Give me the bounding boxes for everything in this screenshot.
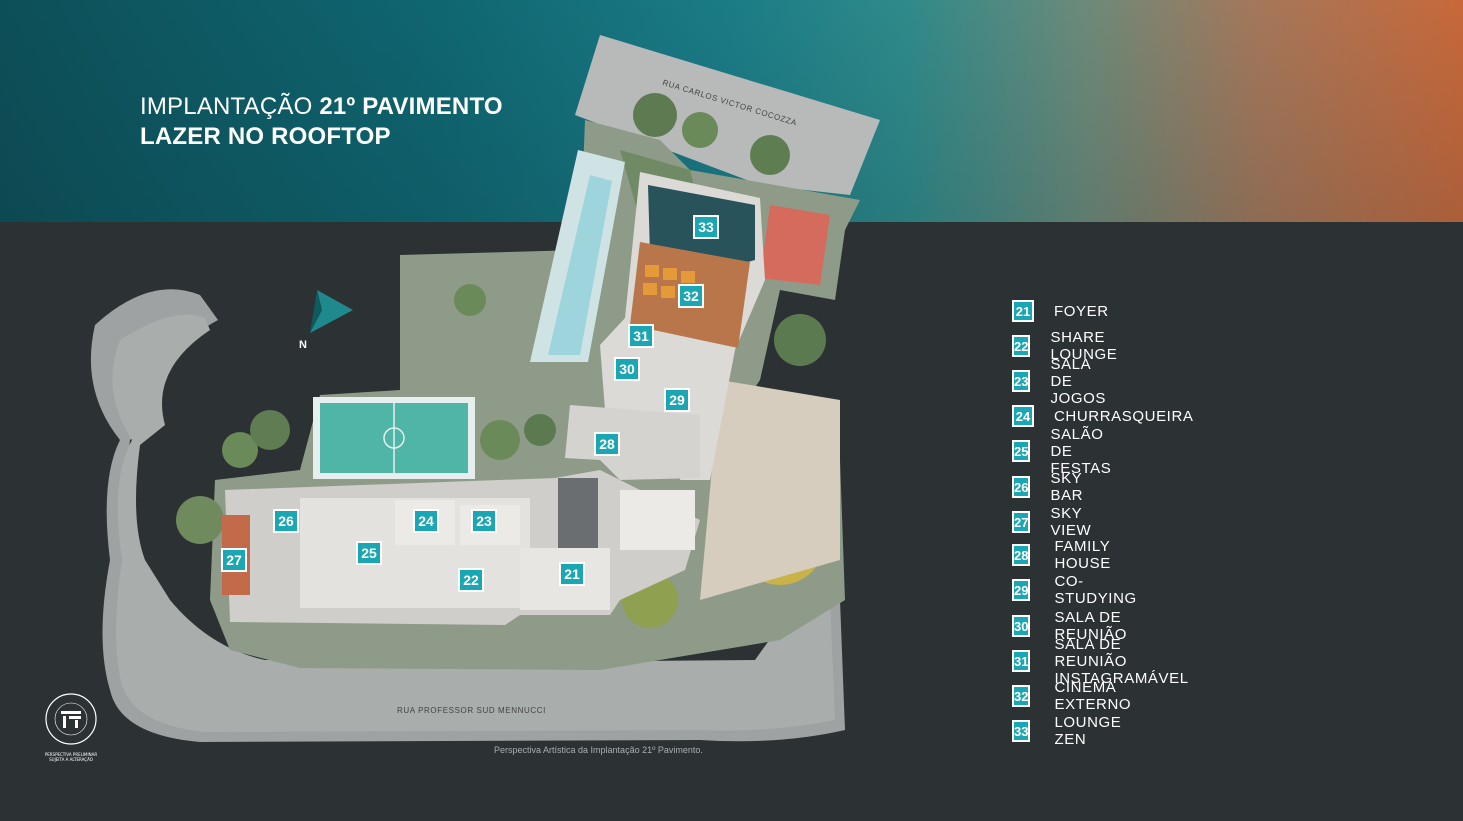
plaza-area — [700, 380, 840, 600]
legend-item: 24 CHURRASQUEIRA — [1012, 403, 1193, 429]
legend-label: SKY BAR — [1050, 470, 1084, 504]
legend-number: 31 — [1012, 650, 1031, 672]
map-badge-29: 29 — [664, 388, 690, 412]
title-light: IMPLANTAÇÃO — [140, 93, 320, 120]
image-caption: Perspectiva Artística da Implantação 21º… — [494, 745, 703, 755]
legend-label: SALA DE REUNIÃO INSTAGRAMÁVEL — [1054, 635, 1189, 687]
preliminary-seal-icon — [45, 693, 97, 745]
legend-item: 25 SALÃO DE FESTAS — [1012, 426, 1115, 477]
legend-number: 25 — [1012, 440, 1031, 462]
rooftop-middle — [565, 405, 700, 480]
legend-label: SALA DE REUNIÃO — [1054, 609, 1128, 643]
legend-number: 26 — [1012, 476, 1031, 498]
top-street — [575, 35, 880, 195]
legend-number: 27 — [1012, 511, 1031, 533]
legend-item: 27 SKY VIEW — [1012, 505, 1095, 539]
map-badge-23: 23 — [471, 509, 497, 533]
map-badge-21: 21 — [559, 562, 585, 586]
map-badge-30: 30 — [614, 357, 640, 381]
street-label-bottom: RUA PROFESSOR SUD MENNUCCI — [397, 706, 546, 715]
subtitle: LAZER NO ROOFTOP — [140, 123, 391, 150]
legend-item: 23 SALA DE JOGOS — [1012, 356, 1110, 407]
map-badge-24: 24 — [413, 509, 439, 533]
legend-label: SALA DE JOGOS — [1050, 355, 1106, 407]
legend-label: SHARE LOUNGE — [1050, 329, 1118, 363]
legend-number: 28 — [1012, 544, 1031, 566]
legend-item: 22 SHARE LOUNGE — [1012, 329, 1121, 363]
legend-number: 24 — [1012, 405, 1034, 427]
map-badge-25: 25 — [356, 541, 382, 565]
north-arrow — [310, 290, 353, 333]
legend-number: 30 — [1012, 615, 1031, 637]
map-badge-31: 31 — [628, 324, 654, 348]
legend-label: CO-STUDYING — [1054, 573, 1137, 607]
map-badge-28: 28 — [594, 432, 620, 456]
legend-number: 23 — [1012, 370, 1031, 392]
legend-item: 26 SKY BAR — [1012, 470, 1087, 504]
page-title: IMPLANTAÇÃO 21º PAVIMENTO LAZER NO ROOFT… — [140, 92, 503, 152]
legend-item: 21 FOYER — [1012, 298, 1109, 324]
seal-text: PERSPECTIVA PRELIMINAR SUJEITA A ALTERAÇ… — [44, 752, 98, 762]
legend-number: 22 — [1012, 335, 1031, 357]
legend-label: SALÃO DE FESTAS — [1050, 425, 1112, 477]
legend-item: 28 FAMILY HOUSE — [1012, 538, 1114, 572]
legend-number: 21 — [1012, 300, 1034, 322]
legend-item: 32 CINEMA EXTERNO — [1012, 679, 1135, 713]
legend-label: SKY VIEW — [1050, 505, 1092, 539]
map-badge-33: 33 — [693, 215, 719, 239]
map-badge-27: 27 — [221, 548, 247, 572]
legend-label: CHURRASQUEIRA — [1054, 407, 1194, 425]
legend-label: LOUNGE ZEN — [1054, 714, 1122, 748]
legend-item: 30 SALA DE REUNIÃO — [1012, 609, 1131, 643]
title-bold: 21º PAVIMENTO — [319, 93, 503, 120]
map-badge-26: 26 — [273, 509, 299, 533]
legend-number: 29 — [1012, 579, 1031, 601]
legend-item: 31 SALA DE REUNIÃO INSTAGRAMÁVEL — [1012, 636, 1192, 687]
legend-label: FAMILY HOUSE — [1054, 538, 1111, 572]
legend-item: 29 CO-STUDYING — [1012, 573, 1140, 607]
legend-number: 33 — [1012, 720, 1031, 742]
map-badge-32: 32 — [678, 284, 704, 308]
legend-label: CINEMA EXTERNO — [1054, 679, 1132, 713]
map-badge-22: 22 — [458, 568, 484, 592]
north-label: N — [299, 339, 307, 351]
legend-number: 32 — [1012, 685, 1031, 707]
legend-label: FOYER — [1054, 302, 1109, 320]
legend-item: 33 LOUNGE ZEN — [1012, 714, 1125, 748]
